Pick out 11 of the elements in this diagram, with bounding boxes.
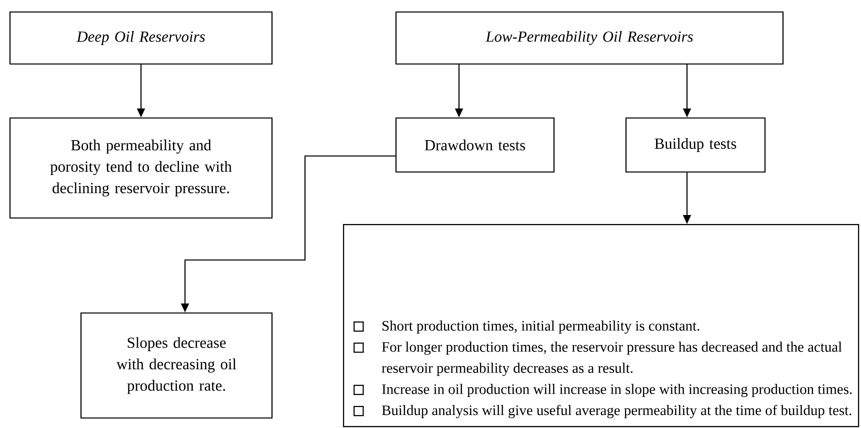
list-item: Short production times, initial permeability is constant. [382,320,700,334]
heading-box: Low-Permeability Oil Reservoirs [395,11,784,65]
list-item: Buildup analysis will give useful average permeability at the time of buildup test. [382,404,852,418]
heading-box: Deep Oil Reservoirs [9,11,273,65]
list-box [343,224,860,428]
process-box: Slopes decrease with decreasing oil production rate. [80,312,273,419]
list-item: Increase in oil production will increase in slope with increasing production times. [382,384,852,398]
process-box: Buildup tests [625,117,766,173]
process-box: Drawdown tests [395,117,555,173]
list-item: For longer production times, the reservoir pressure has decreased and the actual reservoir permeability decreases as a result. [382,342,842,376]
process-box: Both permeability and porosity tend to decline with declining reservoir pressure. [9,117,273,219]
